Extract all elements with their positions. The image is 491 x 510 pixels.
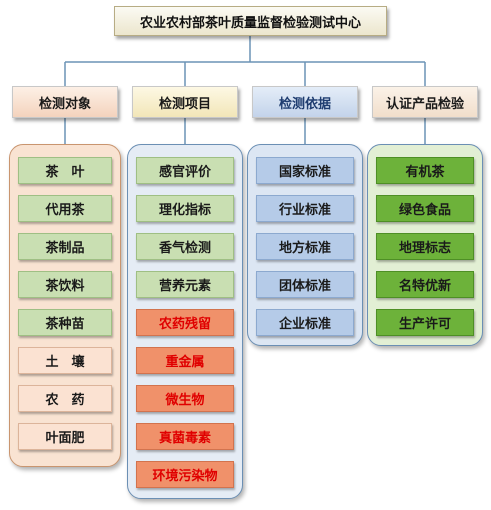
item-tea: 茶 叶 (18, 157, 112, 184)
item-physicochemical-indicators: 理化指标 (136, 195, 234, 222)
category-inspection-items: 检测项目 (132, 86, 238, 118)
category-inspection-basis: 检测依据 (252, 86, 358, 118)
item-sensory-evaluation: 感官评价 (136, 157, 234, 184)
item-microorganisms: 微生物 (136, 385, 234, 412)
item-industry-standard: 行业标准 (256, 195, 354, 222)
item-national-standard: 国家标准 (256, 157, 354, 184)
panel-certified-products: 有机茶 绿色食品 地理标志 名特优新 生产许可 (367, 144, 483, 346)
item-mycotoxins: 真菌毒素 (136, 423, 234, 450)
item-tea-beverage: 茶饮料 (18, 271, 112, 298)
panel-inspection-basis: 国家标准 行业标准 地方标准 团体标准 企业标准 (247, 144, 363, 346)
item-organic-tea: 有机茶 (376, 157, 474, 184)
item-green-food: 绿色食品 (376, 195, 474, 222)
item-heavy-metals: 重金属 (136, 347, 234, 374)
item-pesticide-residue: 农药残留 (136, 309, 234, 336)
item-enterprise-standard: 企业标准 (256, 309, 354, 336)
panel-inspection-objects: 茶 叶 代用茶 茶制品 茶饮料 茶种苗 土 壤 农 药 叶面肥 (9, 144, 121, 467)
item-environmental-pollutants: 环境污染物 (136, 461, 234, 488)
category-inspection-objects: 检测对象 (12, 86, 118, 118)
panel-inspection-items: 感官评价 理化指标 香气检测 营养元素 农药残留 重金属 微生物 真菌毒素 环境… (127, 144, 243, 499)
center-title: 农业农村部茶叶质量监督检验测试中心 (114, 6, 387, 36)
item-tea-seedlings: 茶种苗 (18, 309, 112, 336)
category-certified-products: 认证产品检验 (372, 86, 478, 118)
item-aroma-testing: 香气检测 (136, 233, 234, 260)
item-famous-specialty: 名特优新 (376, 271, 474, 298)
item-foliar-fertilizer: 叶面肥 (18, 423, 112, 450)
item-soil: 土 壤 (18, 347, 112, 374)
item-local-standard: 地方标准 (256, 233, 354, 260)
item-geographical-indication: 地理标志 (376, 233, 474, 260)
item-production-license: 生产许可 (376, 309, 474, 336)
item-tea-products: 茶制品 (18, 233, 112, 260)
item-group-standard: 团体标准 (256, 271, 354, 298)
item-substitute-tea: 代用茶 (18, 195, 112, 222)
item-nutrient-elements: 营养元素 (136, 271, 234, 298)
item-pesticide: 农 药 (18, 385, 112, 412)
